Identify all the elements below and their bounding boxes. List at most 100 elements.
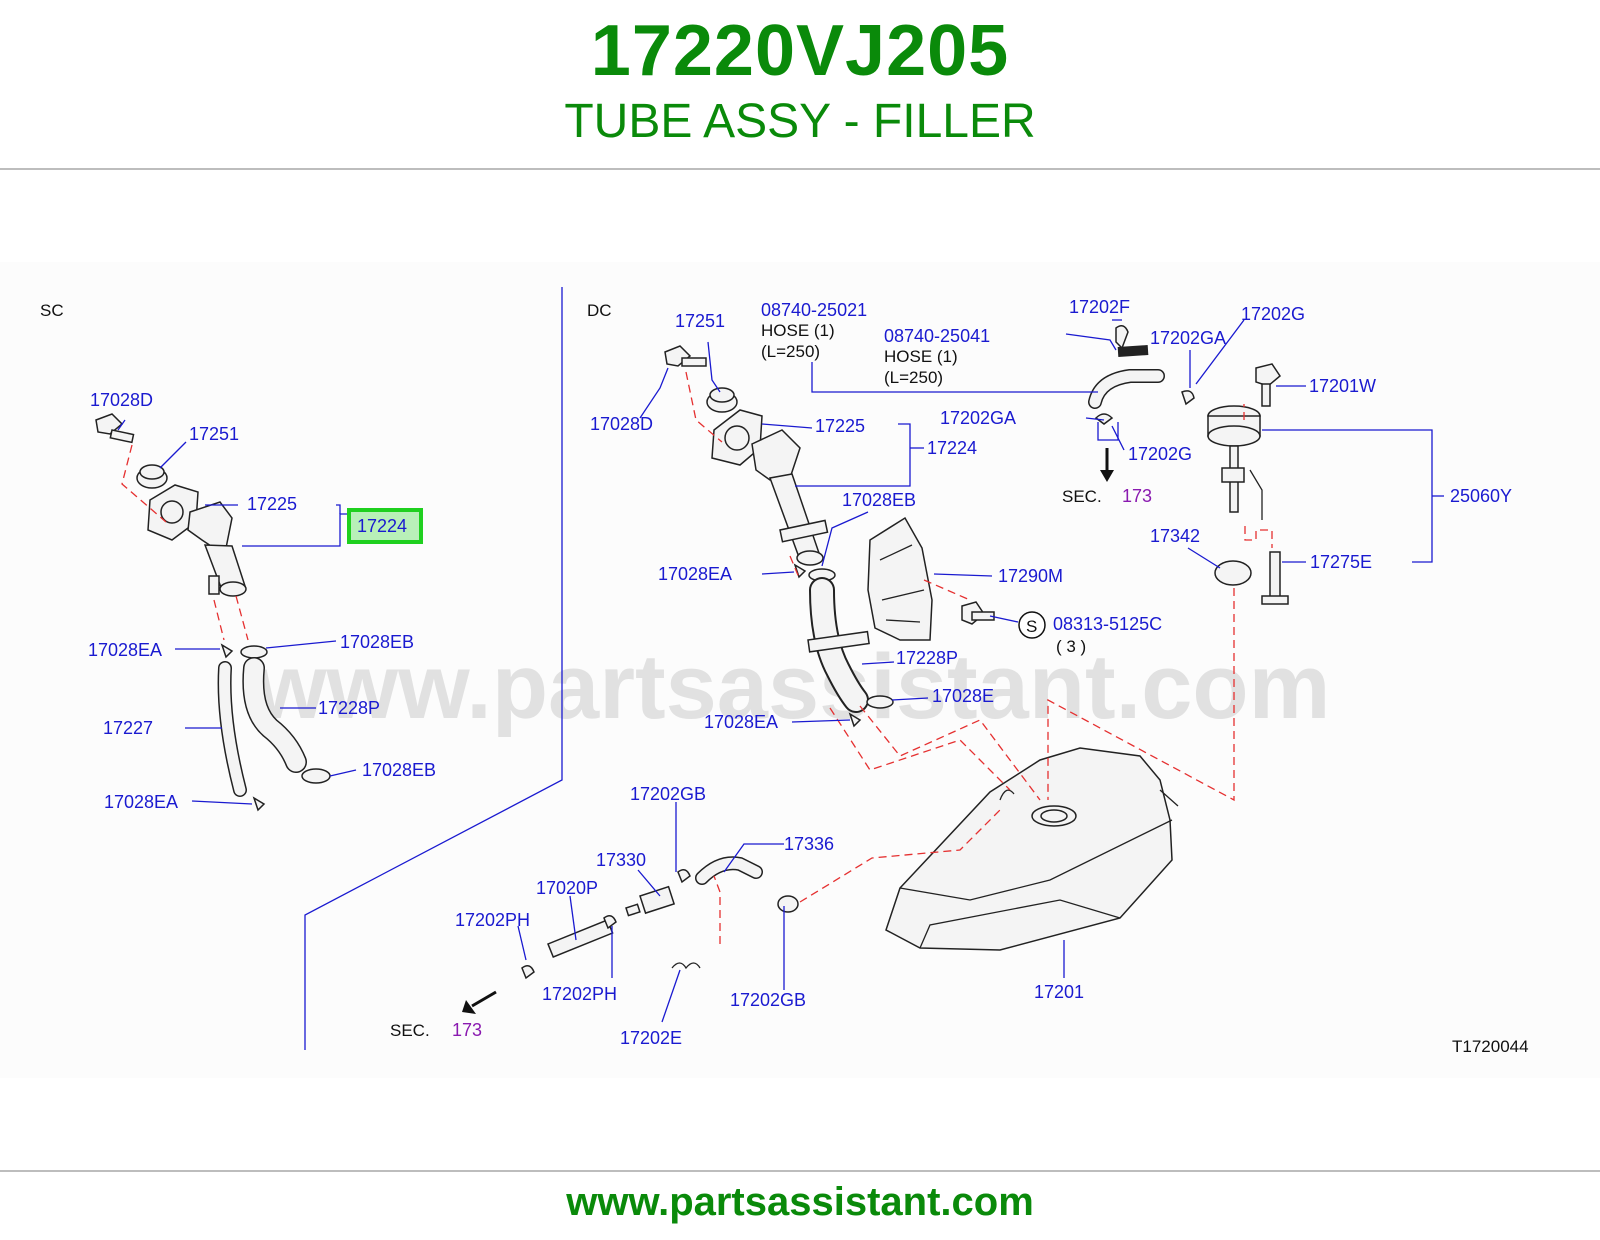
clamp-17028EB-left-top[interactable] <box>240 645 268 659</box>
label-17201[interactable]: 17201 <box>1034 982 1084 1002</box>
section-label-sc: SC <box>40 301 64 320</box>
diagram-panel <box>0 262 1600 1078</box>
label-17028EB-left[interactable]: 17028EB <box>340 632 414 652</box>
link-sec-173-top[interactable]: 173 <box>1122 486 1152 506</box>
label-17202F[interactable]: 17202F <box>1069 297 1130 317</box>
leader-right-17028D <box>639 367 669 419</box>
fuel-pump-25060Y[interactable] <box>1207 405 1263 520</box>
clamp-17202PH-a[interactable] <box>603 915 617 930</box>
label-17028D-left[interactable]: 17028D <box>90 390 153 410</box>
label-17028EA-left[interactable]: 17028EA <box>88 640 162 660</box>
hose-17227-left[interactable] <box>217 661 247 797</box>
hose-17228P-left[interactable] <box>242 657 307 773</box>
label-17202GA-top[interactable]: 17202GA <box>1150 328 1226 348</box>
gasket-17225-right[interactable] <box>711 409 763 466</box>
label-17202G-mid[interactable]: 17202G <box>1128 444 1192 464</box>
label-17028EA-right[interactable]: 17028EA <box>658 564 732 584</box>
label-17330[interactable]: 17330 <box>596 850 646 870</box>
fuel-tank-17201[interactable] <box>885 747 1179 951</box>
clamp-17202GB-bottom[interactable] <box>777 895 799 913</box>
seal-17342[interactable] <box>1214 560 1252 586</box>
label-08313-5125C[interactable]: 08313-5125C <box>1053 614 1162 634</box>
label-17251-right[interactable]: 17251 <box>675 311 725 331</box>
arrow-sec-173-top <box>1100 448 1114 482</box>
link-sec-173-bottom[interactable]: 173 <box>452 1020 482 1040</box>
leader-right-17225 <box>761 423 813 429</box>
label-17202E[interactable]: 17202E <box>620 1028 682 1048</box>
clip-17202F[interactable] <box>1115 325 1129 350</box>
label-17028D-right[interactable]: 17028D <box>590 414 653 434</box>
label-length-1: (L=250) <box>761 342 820 361</box>
label-17202PH-bottom[interactable]: 17202PH <box>542 984 617 1004</box>
label-17028EB-right[interactable]: 17028EB <box>842 490 916 510</box>
label-17227-left[interactable]: 17227 <box>103 718 153 738</box>
dash-right-2 <box>789 555 801 581</box>
clamp-17202PH-b[interactable] <box>521 965 535 980</box>
dash-left-3 <box>235 595 249 641</box>
cap-17251-right[interactable] <box>706 387 738 413</box>
filter-17330[interactable] <box>625 885 676 917</box>
label-17028EA-right-2[interactable]: 17028EA <box>704 712 778 732</box>
clamp-17202GB-top[interactable] <box>677 869 691 884</box>
clamp-17028EA-right-2[interactable] <box>848 712 862 728</box>
label-17202PH-top[interactable]: 17202PH <box>455 910 530 930</box>
bolt-17028D-right[interactable] <box>664 345 707 367</box>
protector-17290M[interactable] <box>867 516 933 641</box>
clamp-17202GA-top[interactable] <box>1181 390 1195 406</box>
label-qty-3: ( 3 ) <box>1056 637 1086 656</box>
cap-17251-left[interactable] <box>136 464 168 489</box>
hose-17336[interactable] <box>695 856 763 885</box>
label-17201W[interactable]: 17201W <box>1309 376 1376 396</box>
bolt-17028D-left[interactable] <box>95 413 135 444</box>
clamp-17202G-small[interactable] <box>1094 413 1114 425</box>
leader-right-17290M <box>933 573 993 577</box>
leader-left-17224 <box>242 513 354 547</box>
clip-17202E[interactable] <box>671 962 701 970</box>
label-17202GB-bottom[interactable]: 17202GB <box>730 990 806 1010</box>
label-17225-right[interactable]: 17225 <box>815 416 865 436</box>
label-sec-top: SEC. <box>1062 487 1102 506</box>
sender-17275E[interactable] <box>1261 551 1289 605</box>
label-17202G-top[interactable]: 17202G <box>1241 304 1305 324</box>
screw-08313-5125C[interactable] <box>961 601 995 625</box>
hose-17228P-right[interactable] <box>807 577 870 713</box>
dash-right-4 <box>859 705 1041 801</box>
label-08740-25021[interactable]: 08740-25021 <box>761 300 867 320</box>
label-17224-left-highlighted[interactable]: 17224 <box>357 516 407 536</box>
bolt-17201W[interactable] <box>1255 363 1281 407</box>
part-name-subtitle: TUBE ASSY - FILLER <box>564 95 1036 148</box>
label-17228P-right[interactable]: 17228P <box>896 648 958 668</box>
leader-left-17224-b <box>336 504 341 514</box>
label-08740-25041[interactable]: 08740-25041 <box>884 326 990 346</box>
filler-neck-right[interactable] <box>751 429 829 566</box>
clamp-17028EB-left-bottom[interactable] <box>301 768 331 784</box>
tube-17020P[interactable] <box>547 919 614 958</box>
label-17028EA-left-2[interactable]: 17028EA <box>104 792 178 812</box>
leader-right-25060Y <box>1262 429 1433 563</box>
label-17228P-left[interactable]: 17228P <box>318 698 380 718</box>
clamp-17028EA-right-1[interactable] <box>793 563 807 579</box>
label-17202GB-top[interactable]: 17202GB <box>630 784 706 804</box>
leader-right-17028EB <box>821 511 869 567</box>
label-17202GA-mid[interactable]: 17202GA <box>940 408 1016 428</box>
label-17336[interactable]: 17336 <box>784 834 834 854</box>
label-17290M[interactable]: 17290M <box>998 566 1063 586</box>
clamp-17028E-right[interactable] <box>866 695 894 709</box>
label-17342[interactable]: 17342 <box>1150 526 1200 546</box>
clamp-17028EA-left-bottom[interactable] <box>252 796 266 812</box>
gasket-17225-left[interactable] <box>147 484 199 541</box>
footer-url[interactable]: www.partsassistant.com <box>566 1180 1034 1224</box>
label-17028EB-left-2[interactable]: 17028EB <box>362 760 436 780</box>
label-length-2: (L=250) <box>884 368 943 387</box>
label-17028E[interactable]: 17028E <box>932 686 994 706</box>
label-17251-left[interactable]: 17251 <box>189 424 239 444</box>
leader-right-17202E <box>661 969 681 1023</box>
clamp-17028EA-left-top[interactable] <box>220 643 234 659</box>
label-25060Y[interactable]: 25060Y <box>1450 486 1512 506</box>
label-17225-left[interactable]: 17225 <box>247 494 297 514</box>
label-17020P[interactable]: 17020P <box>536 878 598 898</box>
hose-08740-pair[interactable] <box>1088 345 1165 409</box>
filler-neck-left[interactable] <box>187 501 247 597</box>
label-17224-right[interactable]: 17224 <box>927 438 977 458</box>
label-17275E[interactable]: 17275E <box>1310 552 1372 572</box>
